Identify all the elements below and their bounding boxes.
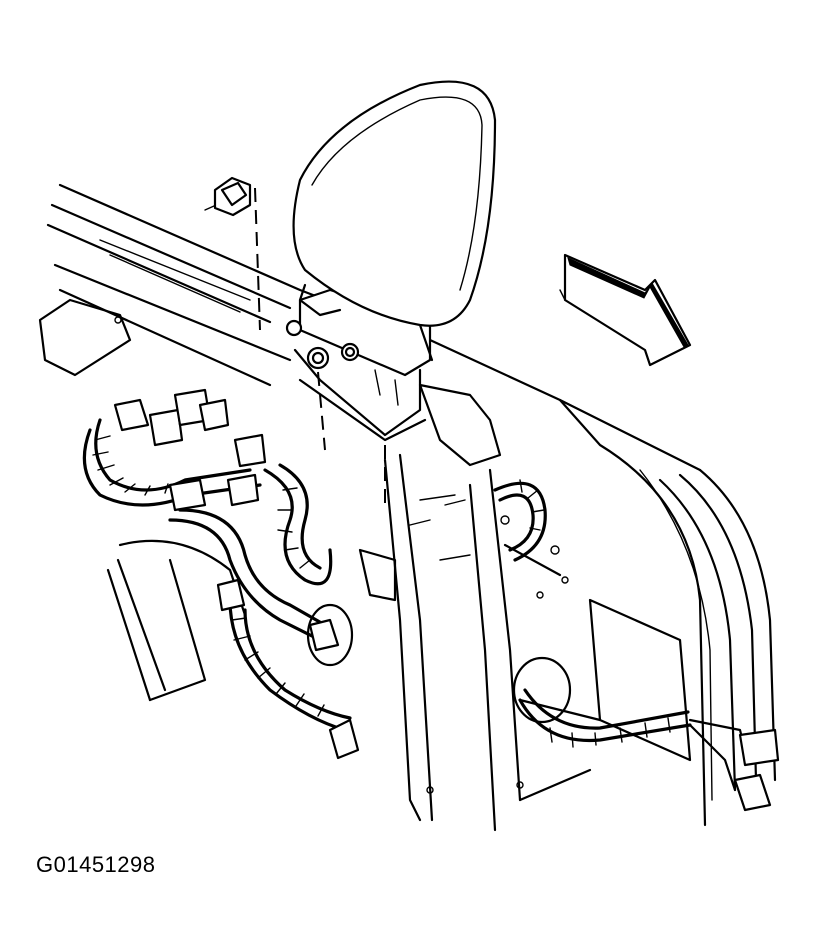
lower-harness: [518, 688, 780, 812]
arrow-forward-icon: [559, 253, 692, 367]
door-upper-frame: [38, 183, 777, 827]
door-grommet-holes: [306, 548, 572, 724]
electrical-connector-icon: [113, 388, 340, 652]
outside-mirror: [292, 80, 497, 362]
figure-id-label: G01451298: [36, 852, 156, 877]
wiring-harness-icon: [82, 418, 360, 760]
mirror-fasteners: [285, 319, 386, 505]
harness-trough: [106, 539, 247, 702]
upper-harness: [493, 479, 562, 577]
mounting-nut-icon: [204, 176, 261, 331]
door-inner-channel: [383, 453, 692, 832]
